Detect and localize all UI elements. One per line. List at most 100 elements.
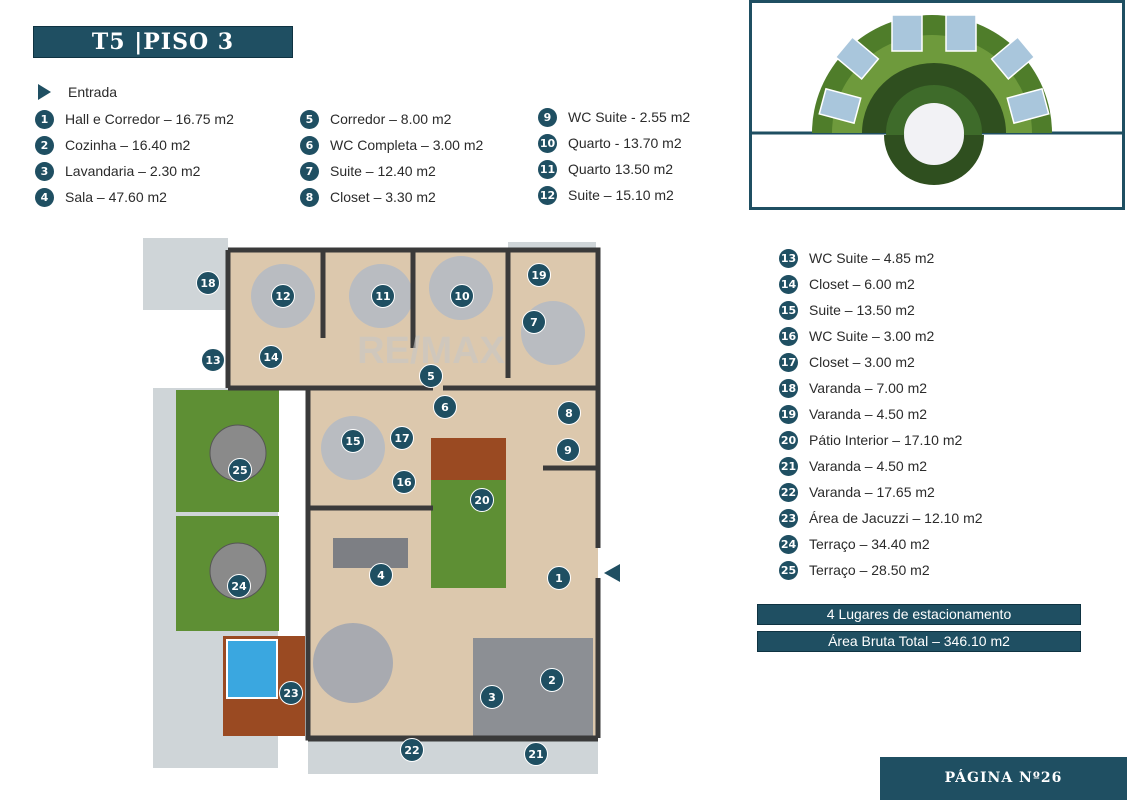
legend-text: Varanda – 4.50 m2	[809, 458, 928, 474]
legend-number: 5	[300, 109, 319, 129]
legend-text: Suite – 13.50 m2	[809, 302, 915, 318]
plan-marker-7: 7	[522, 310, 546, 334]
plan-marker-3: 3	[480, 685, 504, 709]
plan-marker-11: 11	[371, 284, 395, 308]
legend-number: 10	[538, 133, 557, 153]
legend-number: 19	[779, 404, 798, 424]
total-area-info: Área Bruta Total – 346.10 m2	[757, 631, 1081, 652]
legend-item: 24 Terraço – 34.40 m2	[779, 531, 983, 557]
plan-marker-17: 17	[390, 426, 414, 450]
legend-text: Suite – 12.40 m2	[330, 163, 436, 179]
legend-text: WC Completa – 3.00 m2	[330, 137, 484, 153]
legend-item: 15 Suite – 13.50 m2	[779, 297, 983, 323]
legend-number: 17	[779, 352, 798, 372]
aerial-illustration	[752, 3, 1122, 207]
legend-text: Closet – 3.00 m2	[809, 354, 915, 370]
plan-marker-2: 2	[540, 668, 564, 692]
plan-marker-10: 10	[450, 284, 474, 308]
legend-item: 6 WC Completa – 3.00 m2	[300, 132, 483, 158]
legend-number: 24	[779, 534, 798, 554]
legend-text: Quarto - 13.70 m2	[568, 135, 682, 151]
legend-item: 22 Varanda – 17.65 m2	[779, 479, 983, 505]
legend-text: Corredor – 8.00 m2	[330, 111, 452, 127]
legend-column-2: 5 Corredor – 8.00 m2 6 WC Completa – 3.00 …	[300, 106, 483, 210]
plan-marker-18: 18	[196, 271, 220, 295]
legend-text: Suite – 15.10 m2	[568, 187, 674, 203]
legend-number: 4	[35, 187, 54, 207]
legend-item: 23 Área de Jacuzzi – 12.10 m2	[779, 505, 983, 531]
plan-marker-25: 25	[228, 458, 252, 482]
entrance-arrow-icon	[38, 84, 51, 100]
legend-text: Varanda – 17.65 m2	[809, 484, 935, 500]
legend-text: Quarto 13.50 m2	[568, 161, 674, 177]
legend-text: WC Suite – 3.00 m2	[809, 328, 935, 344]
plan-marker-14: 14	[259, 345, 283, 369]
page-number: PÁGINA Nº26	[880, 757, 1127, 800]
legend-text: Varanda – 7.00 m2	[809, 380, 928, 396]
legend-number: 12	[538, 185, 557, 205]
legend-text: Terraço – 34.40 m2	[809, 536, 930, 552]
plan-marker-6: 6	[433, 395, 457, 419]
legend-number: 11	[538, 159, 557, 179]
legend-text: Área de Jacuzzi – 12.10 m2	[809, 510, 983, 526]
legend-text: WC Suite - 2.55 m2	[568, 109, 691, 125]
plan-marker-20: 20	[470, 488, 494, 512]
legend-number: 14	[779, 274, 798, 294]
legend-item: 4 Sala – 47.60 m2	[35, 184, 234, 210]
plan-marker-15: 15	[341, 429, 365, 453]
legend-number: 8	[300, 187, 319, 207]
legend-number: 22	[779, 482, 798, 502]
legend-item: 3 Lavandaria – 2.30 m2	[35, 158, 234, 184]
plan-marker-5: 5	[419, 364, 443, 388]
plan-marker-19: 19	[527, 263, 551, 287]
legend-number: 7	[300, 161, 319, 181]
plan-marker-16: 16	[392, 470, 416, 494]
aerial-site-photo	[749, 0, 1125, 210]
entrance-arrow-icon	[604, 564, 620, 582]
legend-number: 6	[300, 135, 319, 155]
plan-marker-8: 8	[557, 401, 581, 425]
entrance-label: Entrada	[68, 84, 118, 100]
legend-number: 23	[779, 508, 798, 528]
legend-entrance: Entrada	[38, 84, 117, 100]
plan-marker-24: 24	[227, 574, 251, 598]
plan-marker-21: 21	[524, 742, 548, 766]
legend-number: 3	[35, 161, 54, 181]
legend-item: 11 Quarto 13.50 m2	[538, 156, 690, 182]
legend-text: Sala – 47.60 m2	[65, 189, 167, 205]
legend-item: 25 Terraço – 28.50 m2	[779, 557, 983, 583]
plan-marker-23: 23	[279, 681, 303, 705]
legend-number: 2	[35, 135, 54, 155]
plan-marker-4: 4	[369, 563, 393, 587]
legend-item: 18 Varanda – 7.00 m2	[779, 375, 983, 401]
plan-marker-1: 1	[547, 566, 571, 590]
legend-number: 9	[538, 107, 557, 127]
legend-text: Terraço – 28.50 m2	[809, 562, 930, 578]
legend-text: WC Suite – 4.85 m2	[809, 250, 935, 266]
legend-item: 13 WC Suite – 4.85 m2	[779, 245, 983, 271]
legend-text: Closet – 3.30 m2	[330, 189, 436, 205]
legend-number: 25	[779, 560, 798, 580]
plan-marker-12: 12	[271, 284, 295, 308]
legend-text: Lavandaria – 2.30 m2	[65, 163, 201, 179]
legend-text: Closet – 6.00 m2	[809, 276, 915, 292]
balcony-22	[308, 740, 598, 774]
legend-number: 20	[779, 430, 798, 450]
legend-item: 12 Suite – 15.10 m2	[538, 182, 690, 208]
legend-number: 18	[779, 378, 798, 398]
parking-info: 4 Lugares de estacionamento	[757, 604, 1081, 625]
legend-number: 15	[779, 300, 798, 320]
legend-number: 1	[35, 109, 54, 129]
page-title: T5 |PISO 3	[33, 26, 293, 58]
legend-item: 17 Closet – 3.00 m2	[779, 349, 983, 375]
legend-number: 13	[779, 248, 798, 268]
plan-marker-22: 22	[400, 738, 424, 762]
